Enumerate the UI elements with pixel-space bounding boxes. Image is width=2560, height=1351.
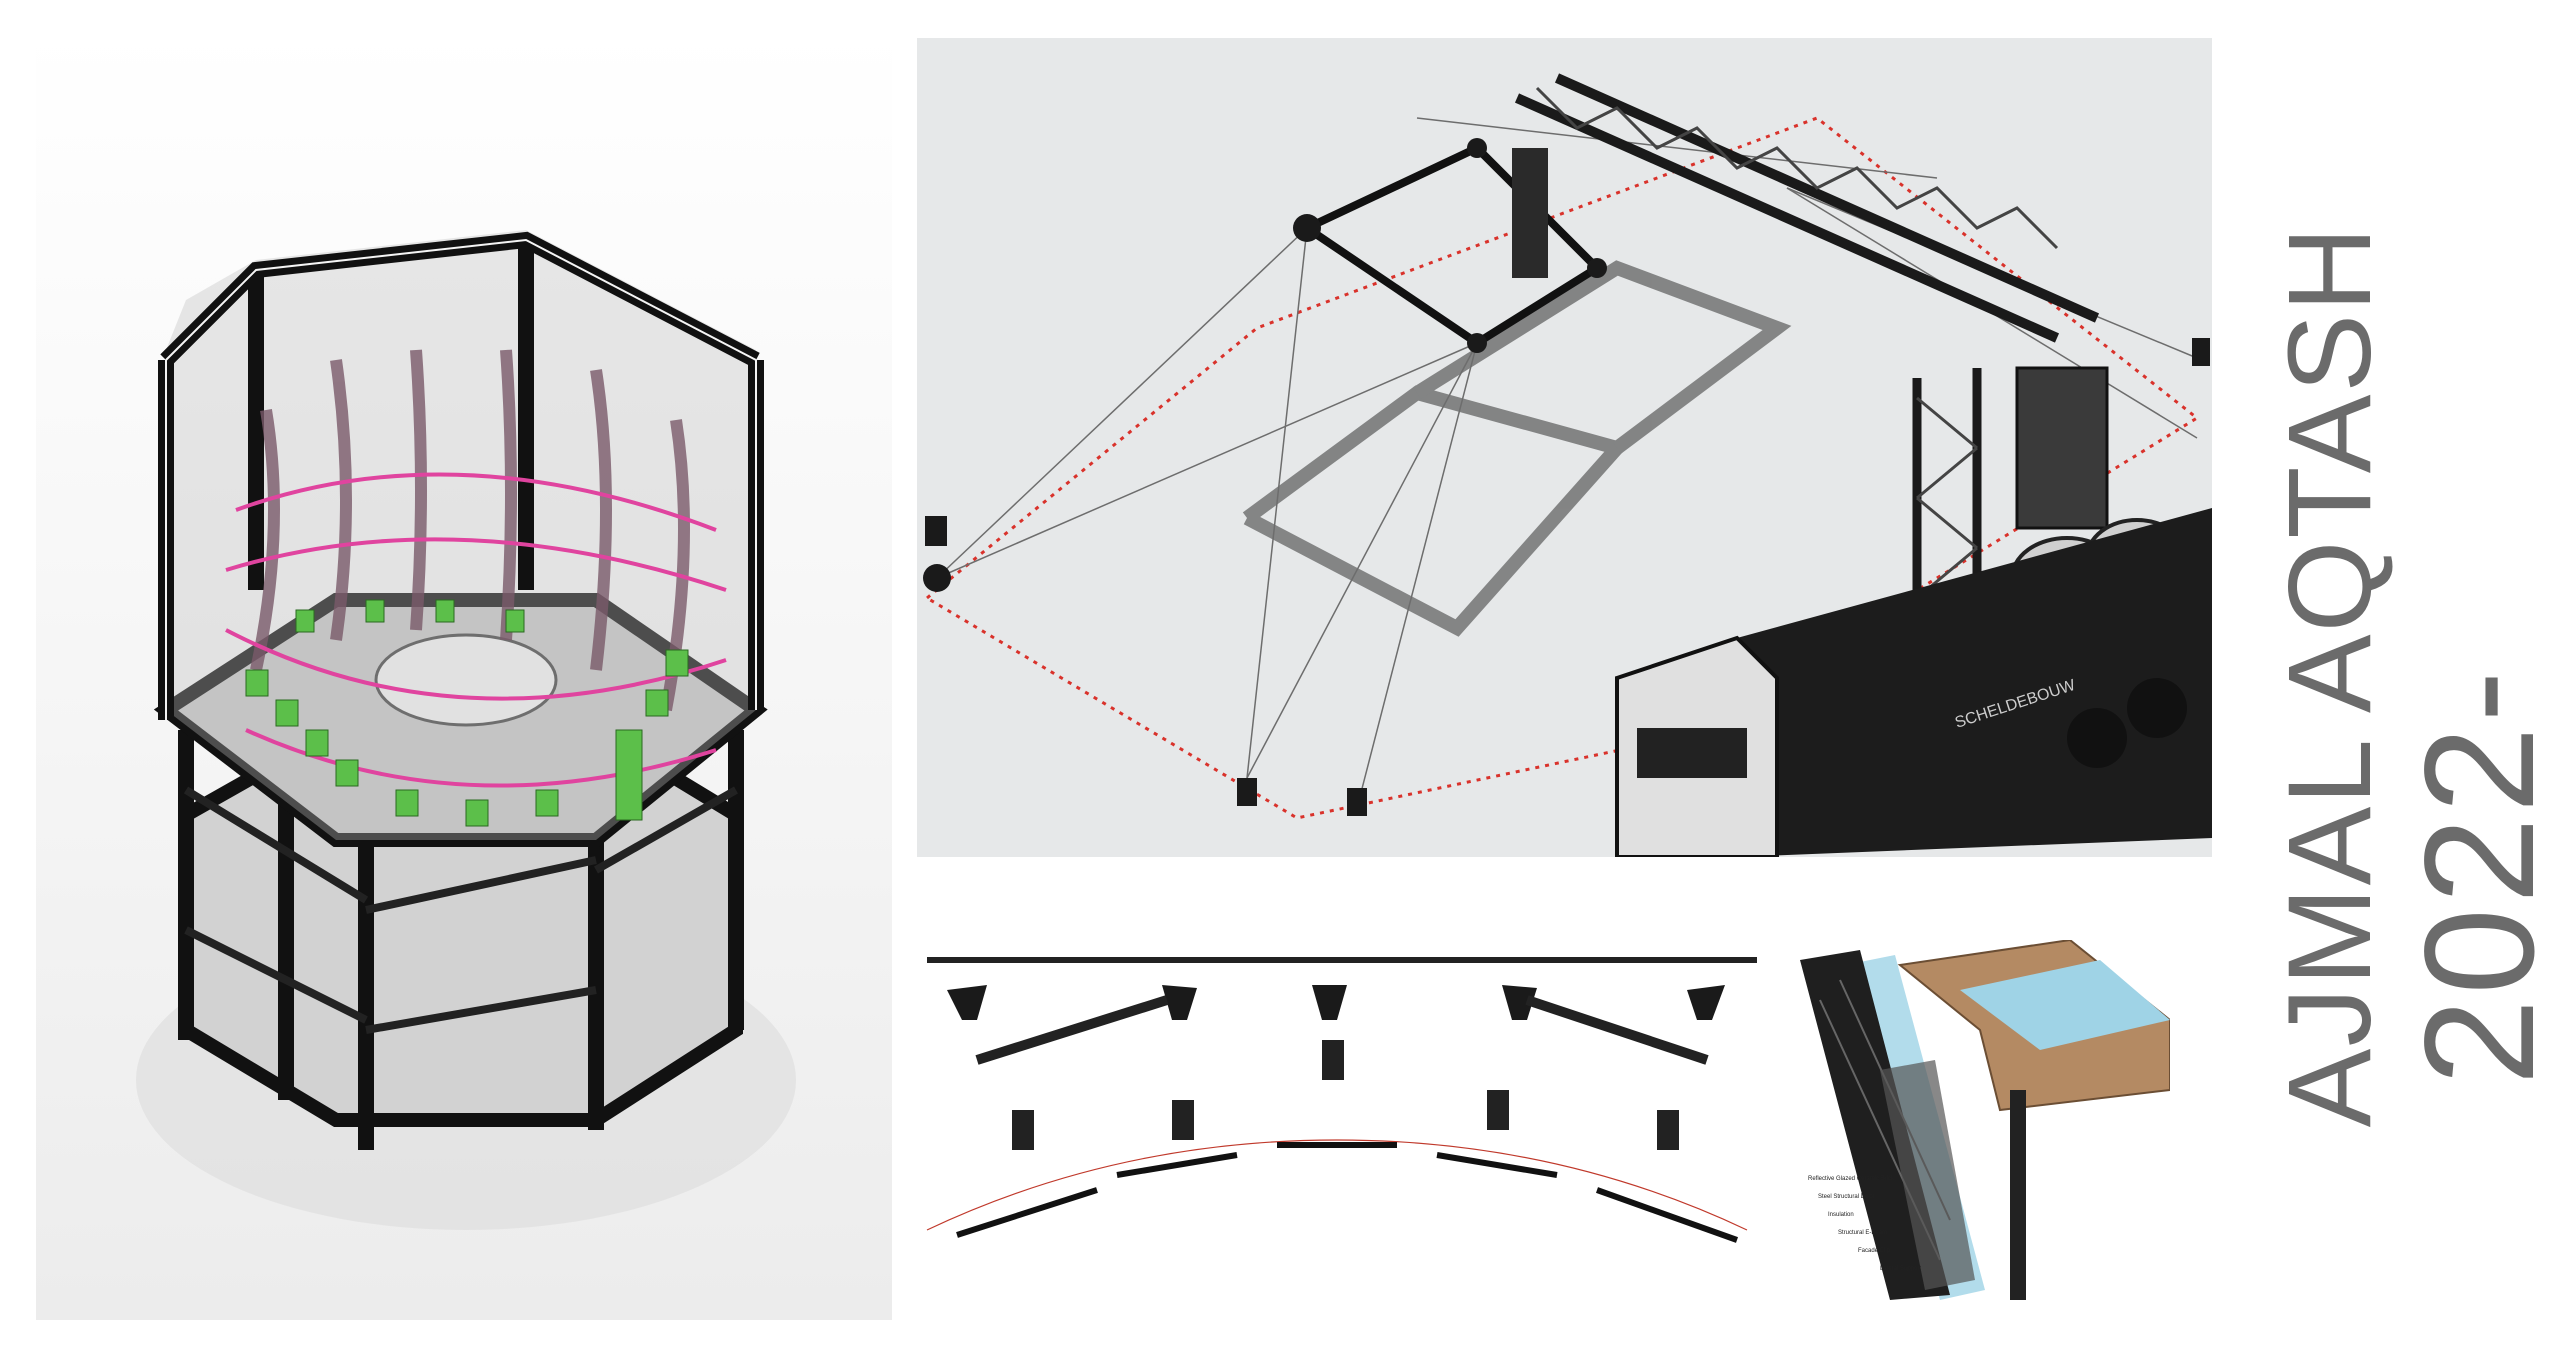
annotation-insulation: Insulation (1828, 1212, 1854, 1218)
title-block: AJMAL AQTASH 2022- (2220, 10, 2560, 1341)
pavilion-drawing (136, 230, 796, 1230)
facade-annotations: Reflective Glazed Ceramic Brick Steel St… (1808, 1176, 1921, 1272)
author-name: AJMAL AQTASH (2264, 224, 2396, 1127)
fixing-drawing (926, 957, 1757, 1243)
annotation-lateral-support: Lateral Support (1880, 1266, 1921, 1272)
facade-drawing: Reflective Glazed Ceramic Brick Steel St… (1800, 940, 2170, 1300)
year-range: 2022- (2393, 666, 2560, 1085)
facade-section-detail: Reflective Glazed Ceramic Brick Steel St… (1800, 940, 2170, 1300)
annotation-facade-clip: Facade Clip (1858, 1248, 1891, 1254)
crane-installation-render: SCHELDEBOUW (917, 38, 2212, 857)
exploded-fixing-diagram (917, 940, 1767, 1300)
annotation-e-beam: Structural E-Beam (1838, 1230, 1887, 1236)
annotation-ceramic-brick: Reflective Glazed Ceramic Brick (1808, 1176, 1895, 1182)
annotation-steel-deck: Steel Structural Deck (1818, 1194, 1875, 1200)
pavilion-render (36, 30, 892, 1320)
crane-drawing: SCHELDEBOUW (923, 73, 2212, 857)
